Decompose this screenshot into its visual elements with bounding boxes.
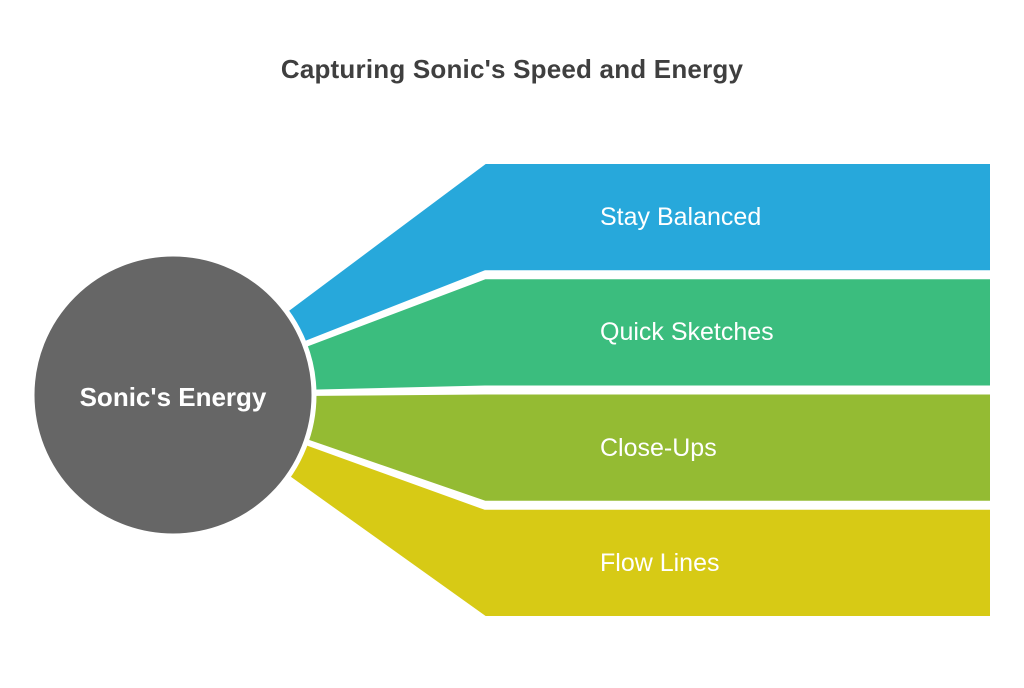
band-shape-quick-sketches	[171, 275, 994, 397]
band-shape-close-ups	[171, 390, 994, 505]
diagram-title: Capturing Sonic's Speed and Energy	[280, 54, 744, 84]
center-circle	[29, 251, 317, 539]
band-label-close-ups: Close-Ups	[600, 434, 717, 462]
band-label-stay-balanced: Stay Balanced	[600, 203, 762, 231]
band-label-quick-sketches: Quick Sketches	[600, 318, 774, 346]
band-shape-flow-lines	[171, 393, 994, 620]
band-label-flow-lines: Flow Lines	[600, 549, 720, 577]
band-shape-stay-balanced	[171, 160, 994, 397]
center-circle-label: Sonic's Energy	[79, 382, 267, 412]
